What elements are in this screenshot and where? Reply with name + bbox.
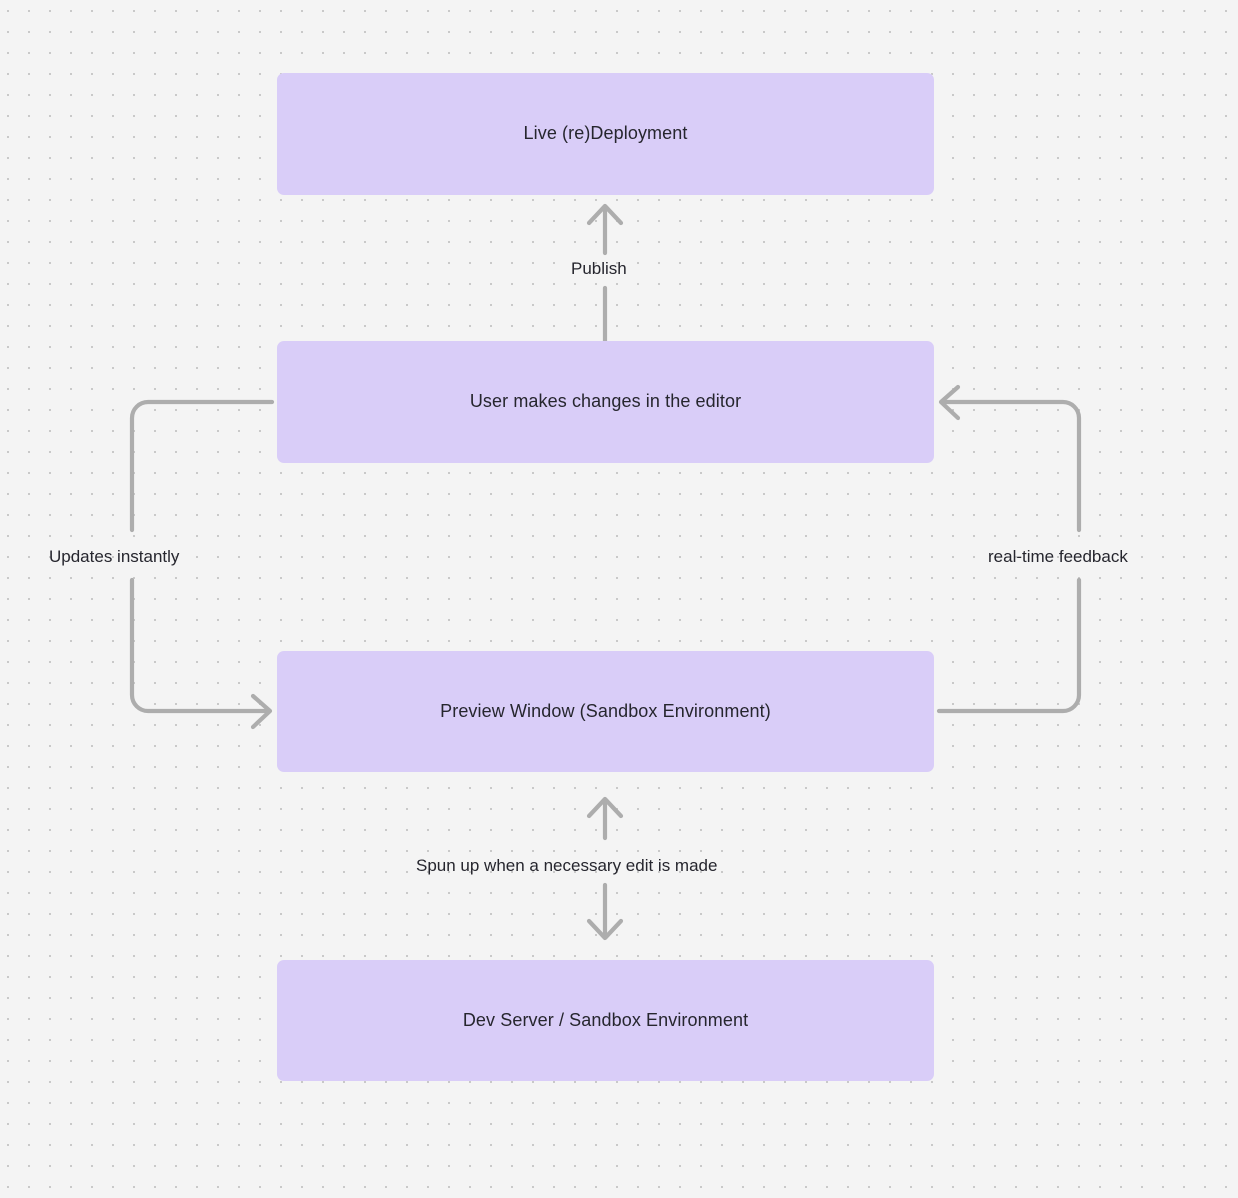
edge-updates-upper-segment	[129, 399, 275, 533]
node-user-makes-changes-label: User makes changes in the editor	[469, 391, 742, 412]
edge-spun-down-arrowhead	[586, 918, 624, 941]
edge-spun-up-arrowhead	[586, 796, 624, 819]
edge-updates-lower-segment	[129, 577, 271, 714]
node-preview-window[interactable]: Preview Window (Sandbox Environment)	[277, 651, 934, 772]
node-preview-window-label: Preview Window (Sandbox Environment)	[440, 700, 771, 721]
edge-feedback-upper-segment	[940, 399, 1082, 533]
edge-publish-arrowhead	[586, 203, 624, 226]
edge-feedback-lower-segment	[936, 577, 1082, 714]
node-live-redeployment-label: Live (re)Deployment	[523, 123, 688, 144]
node-dev-server[interactable]: Dev Server / Sandbox Environment	[277, 960, 934, 1081]
edge-label-realtime-feedback: real-time feedback	[988, 547, 1128, 566]
edge-updates-arrowhead	[250, 693, 273, 730]
edge-label-updates-instantly: Updates instantly	[49, 547, 180, 566]
node-live-redeployment[interactable]: Live (re)Deployment	[277, 73, 934, 195]
node-user-makes-changes[interactable]: User makes changes in the editor	[277, 341, 934, 463]
edge-feedback-arrowhead	[938, 384, 961, 421]
edge-label-publish: Publish	[571, 259, 627, 278]
edge-label-spun-up: Spun up when a necessary edit is made	[416, 856, 718, 875]
node-dev-server-label: Dev Server / Sandbox Environment	[462, 1009, 749, 1030]
